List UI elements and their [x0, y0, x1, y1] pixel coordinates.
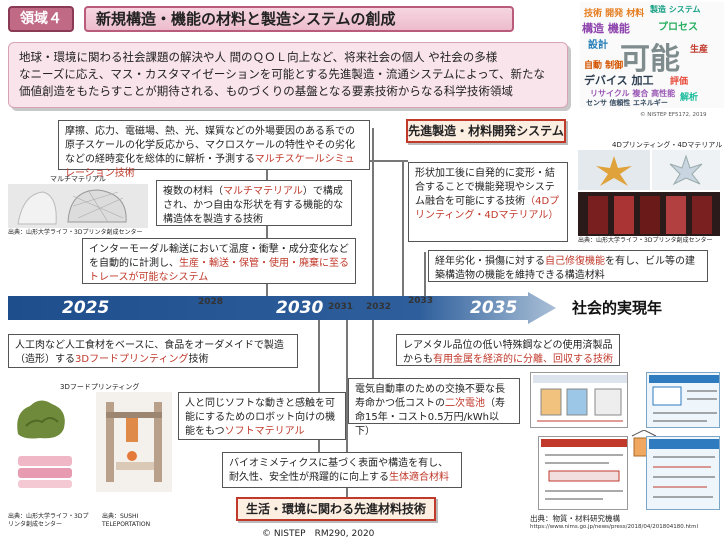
connector-tick: [358, 160, 402, 162]
multiscale-highlight: マルチスケールシミュレーション技術: [65, 154, 355, 179]
4d-printing-box: 形状加工後に自発的に変形・結合することで機能発現やシステム融合を可能にする技術（…: [408, 162, 568, 242]
soft-material-text: 人と同じソフトな動きと感触を可能にするためのロボット向けの機能をもつ: [185, 398, 336, 437]
food3d-text-2: 技術: [188, 354, 209, 365]
battery-text-1: 電気自動車のための交換不要な長寿命かつ低コストの: [355, 384, 505, 409]
battery-box: 電気自動車のための交換不要な長寿命かつ低コストの二次電池（寿命15年・コスト0.…: [348, 378, 520, 437]
section-label-life: 生活・環境に関わる先進材料技術: [236, 497, 436, 521]
intro-line-2: なニーズに応え、マス・カスタマイゼーションを可能とする先進製造・流通システムによ…: [19, 67, 546, 81]
year-2035: 2035: [470, 298, 518, 318]
connector-line: [346, 320, 348, 500]
multimaterial-photo-label: マルチマテリアル: [50, 175, 106, 183]
food3d-photo-machine: [96, 392, 172, 492]
word-cloud-image: 技術 開発 材料 製造 システム 構造 機能 プロセス 設計 可能 生産 自動 …: [580, 2, 724, 108]
intro-box: 地球・環境に関わる社会課題の解決や人 間のＱＯＬ向上など、将来社会の個人 や社会…: [8, 42, 568, 108]
word-cloud-credit: © NISTEP EF5172, 2019: [640, 112, 707, 118]
recycle-diagram: [538, 436, 628, 510]
biomimetics-box: バイオミメティクスに基づく表面や構造を有し、耐久性、安全性が飛躍的に向上する生体…: [222, 452, 462, 488]
4d-photo-credit: 出典：山形大学ライフ・3Dプリンタ創成センター: [578, 237, 713, 244]
rare-metal-text: レアメタル品位の低い特殊鋼などの使用済製品からも: [403, 340, 613, 365]
food3d-photo-pink: [14, 448, 76, 492]
multimaterial-text-2: ）で構成され、かつ自由な形状を有する機能的な構造体を製造する技術: [163, 186, 344, 225]
connector-line: [402, 160, 404, 298]
4d-photo-label: 4Dプリンティング・4Dマテリアル: [612, 141, 723, 149]
food3d-highlight: 3Dフードプリンティング: [75, 354, 189, 365]
food3d-credit-1: 出典：山形大学ライフ・3Dプリンタ創成センター: [8, 513, 89, 528]
multiscale-text: 摩擦、応力、電磁場、熱、光、媒質などの外場要因のある系での原子スケールの化学反応…: [65, 126, 355, 165]
year-2032: 2032: [366, 302, 392, 312]
word-cloud-main-word: 可能: [620, 42, 680, 77]
intro-line-3: 価値創造をもたらすことが期待される、ものづくりの基盤となる要素技術からなる科学技…: [19, 84, 513, 98]
intro-line-1: 地球・環境に関わる社会課題の解決や人 間のＱＯＬ向上など、将来社会の個人 や社会…: [19, 50, 498, 64]
food3d-credit-2: 出典：SUSHI TELEPORTATION: [102, 513, 151, 528]
self-repair-text-1: 経年劣化・損傷に対する: [435, 256, 545, 267]
year-2033: 2033: [408, 296, 434, 306]
multimaterial-text-1: 複数の材料（: [163, 186, 223, 197]
multimaterial-photo: [8, 184, 148, 228]
connector-line: [266, 168, 268, 298]
rare-metal-highlight: 有用金属を経済的に分離、回収する技術: [433, 354, 613, 365]
ev-diagram: [646, 372, 720, 428]
biomimetics-highlight: 生体適合材料: [389, 472, 449, 483]
page-title: 新規構造・機能の材料と製造システムの創成: [84, 6, 514, 32]
multiscale-simulation-box: 摩擦、応力、電磁場、熱、光、媒質などの外場要因のある系での原子スケールの化学反応…: [58, 120, 370, 179]
connector-tick: [402, 160, 408, 162]
year-2031: 2031: [328, 302, 354, 312]
4d-printing-highlight: （4Dプリンティング・4Dマテリアル）: [415, 196, 560, 221]
rare-metal-box: レアメタル品位の低い特殊鋼などの使用済製品からも有用金属を経済的に分離、回収する…: [396, 334, 620, 366]
4d-printing-text: 形状加工後に自発的に変形・結合することで機能発現やシステム融合を可能にする技術: [415, 168, 555, 207]
self-repair-box: 経年劣化・損傷に対する自己修復機能を有し、ビル等の建築構造物の機能を維持できる構…: [428, 250, 708, 282]
multimaterial-box: 複数の材料（マルチマテリアル）で構成され、かつ自由な形状を有する機能的な構造体を…: [156, 180, 352, 226]
year-2030: 2030: [276, 298, 324, 318]
nims-credit: 出典：物質・材料研究機構: [530, 514, 620, 523]
connector-line: [424, 252, 426, 298]
4d-printing-photo: [578, 150, 720, 236]
3d-food-printing-box: 人工肉など人工食材をベースに、食品をオーダメイドで製造（造形）する3Dフードプリ…: [8, 334, 298, 368]
section-label-advanced: 先進製造・材料開発システム: [406, 119, 566, 143]
year-2028: 2028: [198, 297, 224, 307]
soft-material-highlight: ソフトマテリアル: [224, 426, 305, 437]
food3d-photo-label: 3Dフードプリンティング: [60, 383, 140, 391]
ev-battery-diagram: [646, 436, 720, 510]
multimaterial-credit: 出典：山形大学ライフ・3Dプリンタ創成センター: [8, 229, 143, 236]
nims-url: https://www.nims.go.jp/news/press/2018/0…: [530, 524, 698, 530]
battery-highlight: 二次電池: [445, 398, 485, 409]
domain-badge: 領域４: [8, 6, 74, 32]
biomimetics-text: バイオミメティクスに基づく表面や構造を有し、耐久性、安全性が飛躍的に向上する: [229, 458, 449, 483]
intermodal-highlight: 生産・輸送・保管・使用・廃棄に至るトレースが可能なシステム: [89, 258, 349, 283]
battery-text-2: （寿命15年・コスト0.5万円/kWh以下）: [355, 398, 505, 437]
timeline-arrow: [8, 292, 556, 324]
footer-copyright: © NISTEP RM290, 2020: [262, 529, 375, 539]
self-repair-highlight: 自己修復機能: [545, 256, 605, 267]
connector-line: [318, 320, 320, 460]
year-2025: 2025: [62, 298, 110, 318]
battery-diagram: [530, 372, 628, 428]
multimaterial-highlight: マルチマテリアル: [223, 186, 303, 197]
food3d-text-1: 人工肉など人工食材をベースに、食品をオーダメイドで製造（造形）する: [15, 340, 284, 365]
connector-line: [372, 128, 374, 298]
intermodal-text: インターモーダル輸送において温度・衝撃・成分変化などを自動的に計測し、: [89, 244, 349, 269]
timeline-label: 社会的実現年: [572, 299, 663, 317]
food3d-photo-green: [10, 392, 72, 444]
self-repair-text-2: を有し、ビル等の建築構造物の機能を維持できる構造材料: [435, 256, 695, 281]
soft-material-box: 人と同じソフトな動きと感触を可能にするためのロボット向けの機能をもつソフトマテリ…: [178, 392, 346, 440]
connector-line: [372, 320, 374, 420]
intermodal-box: インターモーダル輸送において温度・衝撃・成分変化などを自動的に計測し、生産・輸送…: [82, 238, 356, 284]
